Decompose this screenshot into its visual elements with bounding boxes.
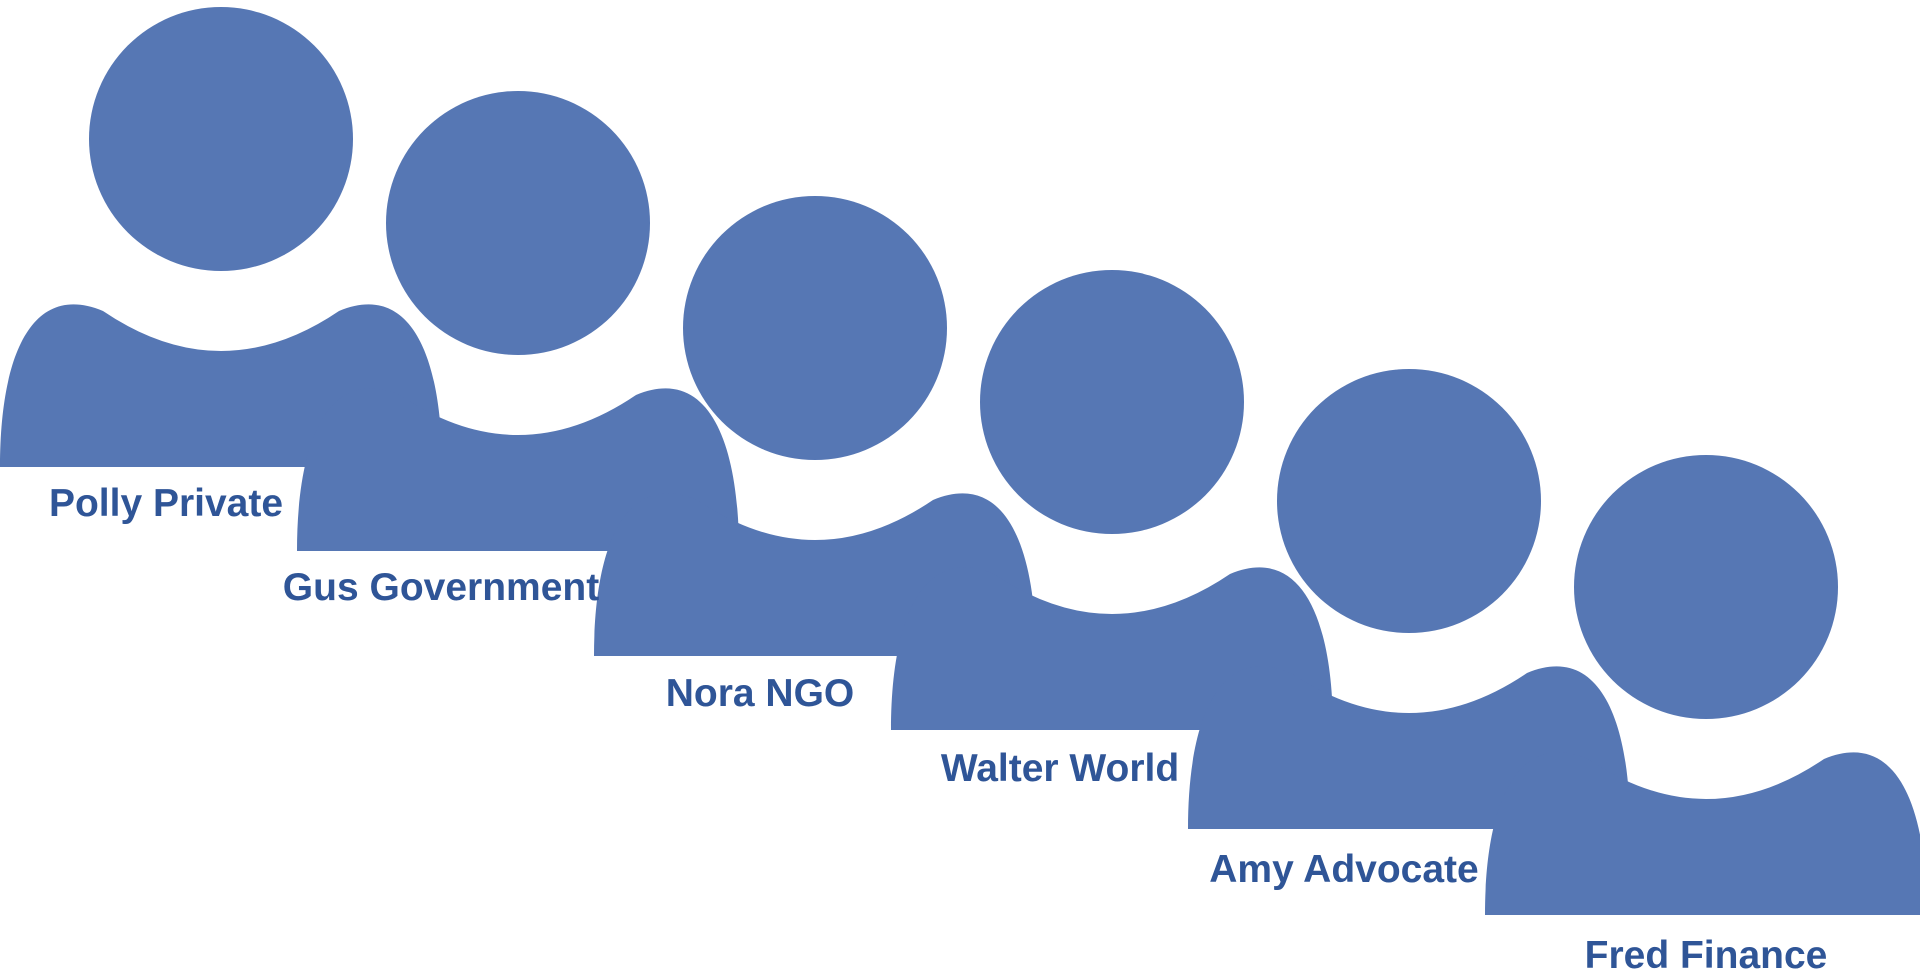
person-icon — [1485, 455, 1920, 915]
person-body — [297, 388, 739, 551]
person-name-label: Polly Private — [48, 482, 284, 525]
person-body — [1485, 752, 1920, 915]
person-icon — [297, 91, 739, 551]
person-head — [683, 196, 947, 460]
person-head — [386, 91, 650, 355]
person-head — [89, 7, 353, 271]
person-name-label: Nora NGO — [665, 672, 855, 715]
person-name-label: Amy Advocate — [1209, 848, 1479, 891]
person-head — [1277, 369, 1541, 633]
person-name-label: Gus Government — [282, 566, 600, 609]
person-name-label: Walter World — [940, 747, 1180, 790]
person-head — [1574, 455, 1838, 719]
person-name-label: Fred Finance — [1584, 934, 1828, 977]
person-head — [980, 270, 1244, 534]
